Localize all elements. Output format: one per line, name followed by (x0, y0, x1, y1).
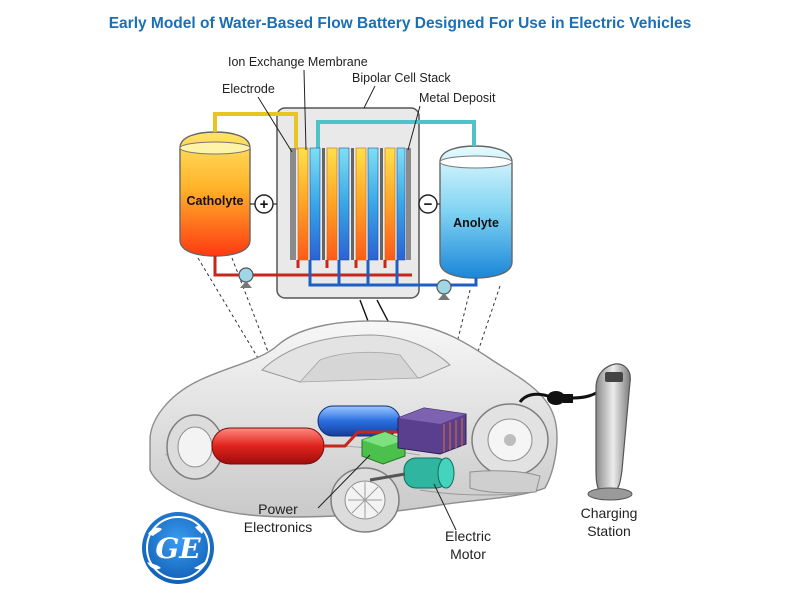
catholyte-pump (238, 267, 254, 288)
power-electronics-box (361, 431, 406, 465)
cell-stack (290, 147, 411, 261)
front-wheel (330, 467, 400, 533)
rear-wheel (166, 414, 224, 480)
car-catholyte-tank (211, 427, 325, 465)
electric-motor-leader (433, 483, 457, 531)
car-illustration (149, 320, 558, 533)
ion-exchange-membrane-label: Ion Exchange Membrane (228, 55, 368, 69)
anolyte-pump (436, 279, 452, 300)
negative-terminal: − (418, 194, 440, 214)
charging-station-label-line2: Station (587, 523, 631, 539)
bipolar-cell-stack-label: Bipolar Cell Stack (352, 71, 451, 85)
diagram-title: Early Model of Water-Based Flow Battery … (109, 15, 692, 32)
power-electronics-label-line2: Electronics (244, 519, 312, 535)
bottom-pipes (213, 256, 478, 287)
positive-terminal: + (250, 194, 277, 214)
electric-motor-label-line1: Electric (445, 528, 491, 544)
ge-logo-icon: GE (142, 512, 214, 584)
minus-sign: − (424, 196, 433, 213)
catholyte-tank: Catholyte (179, 131, 251, 257)
power-electronics-leader (317, 454, 371, 509)
anolyte-label: Anolyte (453, 216, 499, 230)
electrode-label: Electrode (222, 82, 275, 96)
charging-station (587, 363, 633, 501)
front-spare-wheel (471, 403, 549, 477)
ge-logo-text: GE (155, 532, 201, 565)
anolyte-tank: Anolyte (439, 145, 513, 279)
catholyte-label: Catholyte (187, 194, 244, 208)
car-battery-stack (397, 407, 467, 455)
electric-motor-label-line2: Motor (450, 546, 486, 562)
plus-sign: + (260, 196, 269, 213)
power-electronics-label-line1: Power (258, 501, 298, 517)
metal-deposit-label: Metal Deposit (419, 91, 496, 105)
electric-motor (369, 457, 455, 489)
top-pipes (213, 112, 476, 150)
label-leaders (257, 69, 421, 153)
charging-station-label-line1: Charging (581, 505, 638, 521)
